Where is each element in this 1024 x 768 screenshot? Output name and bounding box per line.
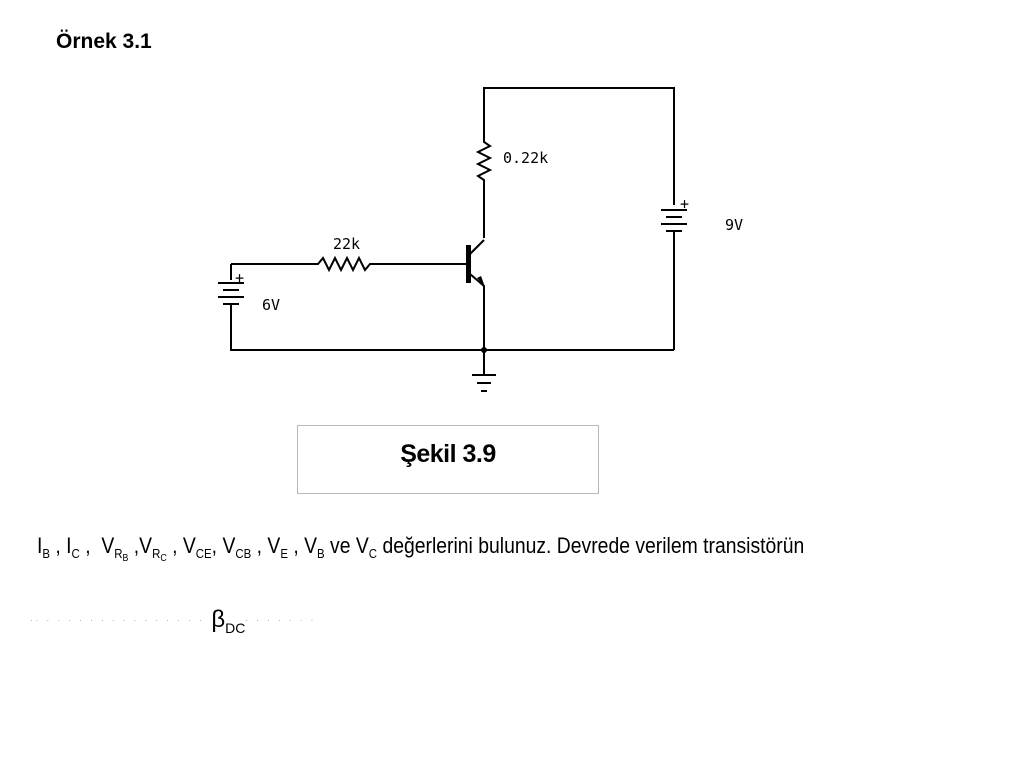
rc-resistor xyxy=(475,130,493,238)
beta-symbol: β xyxy=(211,606,226,633)
transistor-collector xyxy=(469,239,485,255)
question-text: IB , IC , VRB ,VRC , VCE, VCB , VE , VB … xyxy=(37,533,805,564)
bottom-wire xyxy=(230,312,674,351)
figure-caption: Şekil 3.9 xyxy=(400,440,496,468)
rb-label: 22k xyxy=(333,235,360,253)
beta-subscript: DC xyxy=(225,620,246,636)
example-title: Örnek 3.1 xyxy=(56,30,152,53)
faint-text-artifacts: ·· · · · · · · · · · · · · · · · xyxy=(30,616,205,626)
faint-text-artifacts-trailing: · · · · · · · xyxy=(245,616,317,626)
ground-symbol xyxy=(472,350,496,392)
vcc-label: 9V xyxy=(725,216,743,234)
transistor-base-bar xyxy=(466,245,471,283)
ground-junction-dot xyxy=(481,347,487,353)
vcc-battery xyxy=(661,209,687,350)
vbb-label: 6V xyxy=(262,296,280,314)
rc-label: 0.22k xyxy=(503,149,548,167)
emitter-arrow xyxy=(477,276,485,287)
collector-top-wire xyxy=(483,87,675,205)
beta-line: ·· · · · · · · · · · · · · · · · βDC· · … xyxy=(30,606,316,636)
vbb-plus-sign: + xyxy=(235,269,244,287)
figure-caption-box: Şekil 3.9 xyxy=(297,425,599,494)
vbb-battery xyxy=(218,264,244,312)
transistor-emitter xyxy=(469,273,485,350)
rb-resistor xyxy=(231,255,468,273)
vcc-plus-sign: + xyxy=(680,195,689,213)
transistor-circuit-diagram: 0.22k 22k 9V 6V + + xyxy=(218,87,743,392)
